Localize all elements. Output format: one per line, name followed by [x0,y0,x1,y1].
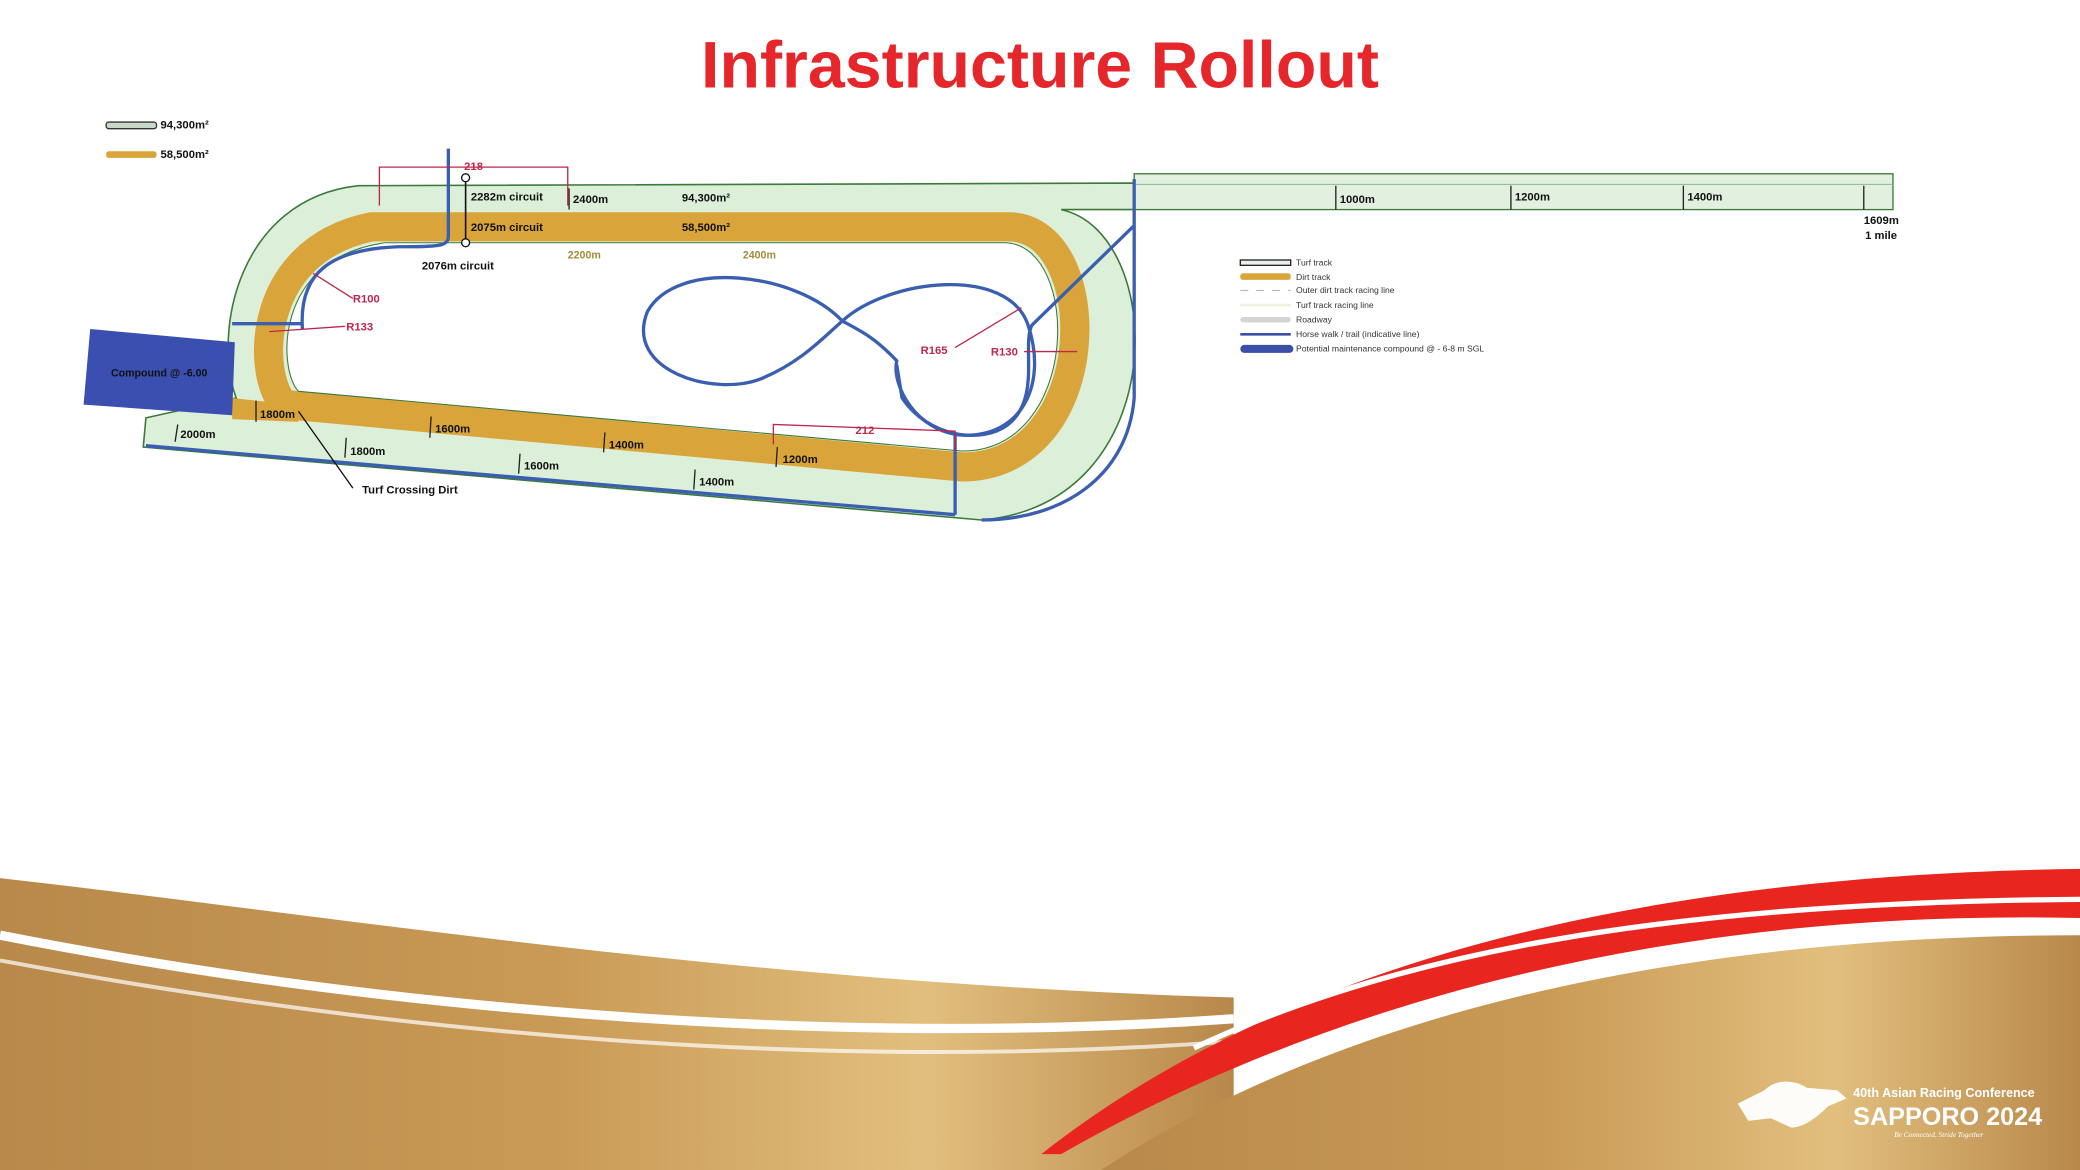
radius-r130: R130 [991,347,1018,359]
label-chute-1400: 1400m [1687,191,1722,203]
legend-label: Dirt track [1296,272,1331,282]
label-2282-circuit: 2282m circuit [471,191,543,203]
legend-label: Turf track racing line [1296,300,1374,310]
radius-r133: R133 [346,321,373,333]
red-swoosh [1041,868,2080,1155]
turf-chute [1133,173,1894,211]
legend-label: Roadway [1296,314,1333,324]
dirt-track [254,212,1090,482]
radius-r165: R165 [921,345,948,357]
legend-swatch-roadway [1240,317,1291,323]
label-bottom-1400-dirt: 1400m [609,439,644,451]
footer-decoration [0,868,2080,1170]
label-bottom-1600-dirt: 1600m [435,423,470,435]
label-bottom-1800-turf: 1800m [350,446,385,458]
conference-logo: 40th Asian Racing Conference SAPPORO 202… [1737,1081,2042,1139]
label-bottom-1600-turf: 1600m [524,461,559,473]
legend-swatch-turf [1239,259,1292,266]
legend-swatch-compound [1240,344,1294,353]
track-plan: Compound @ -6.00 218 212 R100 R133 R165 … [83,148,1899,522]
label-bottom-1400-turf: 1400m [699,477,734,489]
label-top-2400-dirt: 2400m [743,250,776,262]
compound-label: Compound @ -6.00 [111,368,208,380]
label-chute-1000: 1000m [1340,194,1375,206]
dirt-area-swatch [106,151,157,158]
label-turf-area: 94,300m² [682,193,730,205]
horse-logo-icon [1737,1081,1847,1128]
dim-218: 218 [464,161,483,173]
label-turf-crossing-dirt: Turf Crossing Dirt [362,484,458,496]
figure-eight-trail [641,275,1037,437]
legend-swatch-dirt [1240,273,1291,280]
dirt-area-label: 58,500m² [161,149,209,161]
slide-title: Infrastructure Rollout [701,29,1379,103]
label-top-2200-dirt: 2200m [568,250,601,262]
label-bottom-2000: 2000m [180,429,215,441]
logo-line1: 40th Asian Racing Conference [1853,1086,2035,1100]
horse-walk-trail [145,148,1136,522]
map-legend: Turf track Dirt track Outer dirt track r… [1239,257,1484,354]
label-chute-1-mile: 1 mile [1865,230,1897,242]
logo-tagline: Be Connected, Stride Together [1894,1131,1983,1139]
legend-label: Horse walk / trail (indicative line) [1296,329,1420,339]
label-dirt-area: 58,500m² [682,222,730,234]
legend-label: Potential maintenance compound @ - 6-8 m… [1296,344,1484,354]
label-2076-circuit: 2076m circuit [422,260,494,272]
label-bottom-1800-dirt: 1800m [260,409,295,421]
turf-area-label: 94,300m² [161,120,209,132]
label-chute-1609: 1609m [1864,215,1899,227]
radius-r100: R100 [353,293,380,305]
label-top-2400-turf: 2400m [573,194,608,206]
area-legend: 94,300m² 58,500m² [105,120,209,161]
logo-line2: SAPPORO 2024 [1853,1103,2042,1131]
label-bottom-1200-dirt: 1200m [783,454,818,466]
label-2075-circuit: 2075m circuit [471,222,543,234]
maintenance-compound [83,328,235,416]
turf-area-swatch [105,121,158,130]
label-chute-1200: 1200m [1515,191,1550,203]
legend-label: Outer dirt track racing line [1296,285,1395,295]
legend-label: Turf track [1296,257,1333,267]
dim-212: 212 [855,425,874,437]
